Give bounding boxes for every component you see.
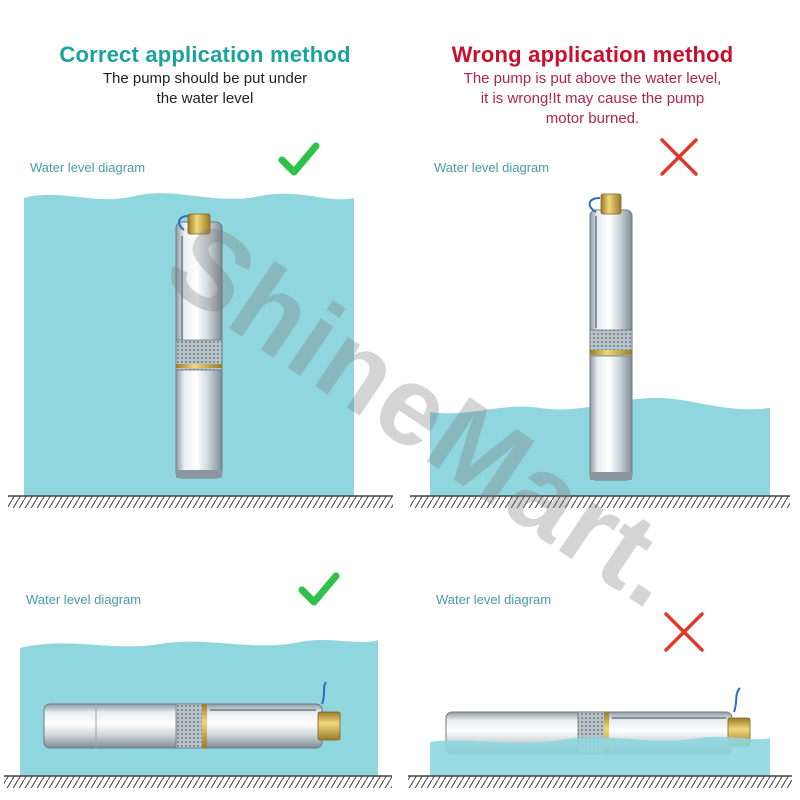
cross-icon: [660, 138, 698, 176]
label-top-right: Water level diagram: [434, 160, 550, 175]
panel-top-left: [8, 193, 393, 508]
label-bottom-right: Water level diagram: [436, 592, 552, 607]
check-icon: [298, 572, 340, 606]
ground-hatch: [4, 776, 392, 788]
pump-illustration: [588, 193, 633, 481]
ground-hatch: [8, 496, 393, 508]
wrong-line-3: motor burned.: [545, 110, 640, 127]
ground-hatch: [410, 496, 790, 508]
pump-illustration: [43, 681, 341, 749]
panel-bottom-left: [4, 640, 392, 788]
correct-line-2: the water level: [156, 90, 254, 107]
wrong-title: Wrong application method: [451, 42, 734, 67]
wrong-method-heading: Wrong application method The pump is put…: [400, 42, 785, 128]
wrong-line-1: The pump is put above the water level,: [463, 70, 722, 87]
label-top-left: Water level diagram: [30, 160, 146, 175]
correct-line-1: The pump should be put under: [102, 70, 308, 87]
correct-title: Correct application method: [59, 42, 351, 67]
label-bottom-left: Water level diagram: [26, 592, 142, 607]
check-icon: [278, 142, 320, 176]
ground-hatch: [408, 776, 792, 788]
pump-illustration: [175, 213, 223, 479]
water-bottom-right: [430, 736, 770, 776]
panel-bottom-right: [408, 687, 792, 788]
panel-top-right: [410, 193, 790, 508]
cross-icon: [664, 612, 704, 652]
wrong-line-2: it is wrong!It may cause the pump: [480, 90, 705, 107]
correct-method-heading: Correct application method The pump shou…: [20, 42, 390, 108]
